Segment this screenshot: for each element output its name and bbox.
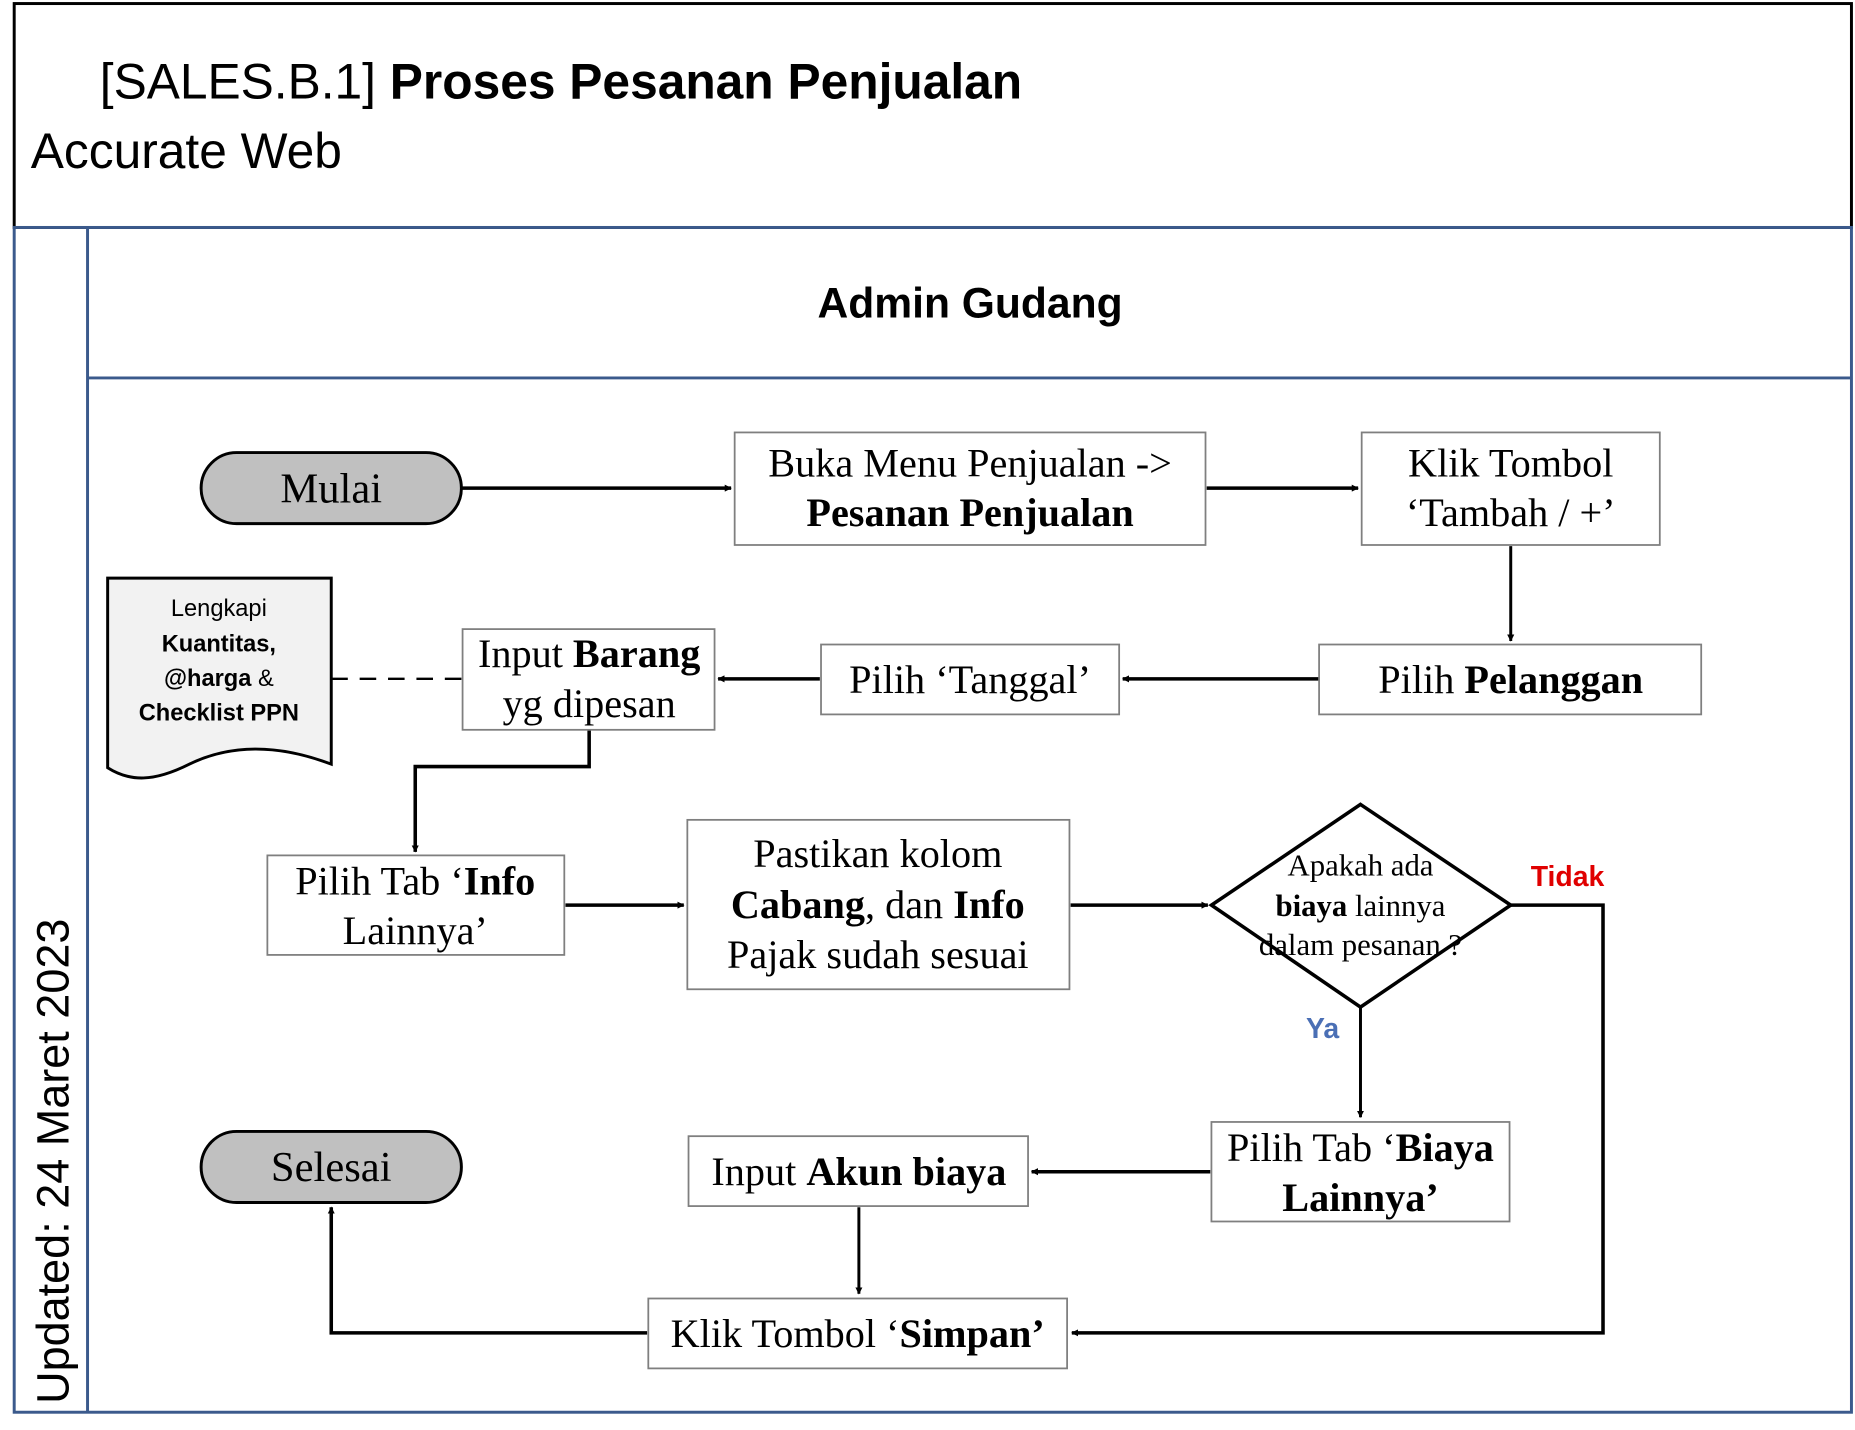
node-label-line1: Buka Menu Penjualan -> [768,440,1172,485]
node-label: Mulai [280,465,382,512]
page-title: [SALES.B.1] Proses Pesanan Penjualan [31,53,1064,109]
decision-shape [1208,802,1514,1010]
node-label-line2: ‘Tambah / +’ [1406,490,1616,535]
node-pilih-pelanggan[interactable]: Pilih Pelanggan [1318,643,1703,716]
note-line2: Kuantitas, [162,632,276,658]
node-label-line2: Pesanan Penjualan [806,490,1133,535]
process-title: Proses Pesanan Penjualan [390,53,1022,109]
node-klik-tambah[interactable]: Klik Tombol ‘Tambah / +’ [1360,431,1661,546]
decision-line3: dalam pesanan ? [1259,928,1462,962]
terminal-shape [199,1129,463,1205]
process-box [733,431,1207,546]
document-shape [106,576,333,780]
terminal-shape [199,451,463,526]
page-subtitle: Accurate Web [31,123,342,179]
edge-label-no: Tidak [1531,861,1605,893]
node-pilih-tanggal[interactable]: Pilih ‘Tanggal’ [820,643,1121,716]
node-decision-biaya[interactable]: Apakah ada biaya lainnya dalam pesanan ? [1208,802,1514,1010]
node-label: Pilih Pelanggan [1378,657,1643,702]
node-input-akun[interactable]: Input Akun biaya [687,1135,1029,1207]
process-code: [SALES.B.1] [100,53,376,109]
edge-label-yes: Ya [1306,1013,1339,1045]
node-label-line3: Pajak sudah sesuai [727,932,1029,977]
process-box [266,854,566,956]
node-label-line1: Klik Tombol [1408,440,1613,485]
node-label-line2: Cabang, dan Info [731,882,1025,927]
node-selesai[interactable]: Selesai [199,1129,463,1205]
process-box [647,1297,1068,1370]
node-note-lengkapi[interactable]: Lengkapi Kuantitas, @harga & Checklist P… [106,576,333,780]
node-simpan[interactable]: Klik Tombol ‘Simpan’ [647,1297,1068,1370]
process-box [1360,431,1661,546]
node-label-line2: Lainnya’ [1282,1175,1438,1220]
node-label-line2: Lainnya’ [343,908,488,953]
decision-line2: biaya lainnya [1276,889,1446,923]
node-label: Input Akun biaya [711,1149,1006,1194]
note-line4: Checklist PPN [139,700,299,726]
decision-line1: Apakah ada [1288,849,1434,883]
node-label-line1: Pilih Tab ‘Info [295,858,535,903]
node-mulai[interactable]: Mulai [199,451,463,526]
process-box [1318,643,1703,716]
node-label: Klik Tombol ‘Simpan’ [671,1311,1045,1356]
node-biaya-lainnya[interactable]: Pilih Tab ‘Biaya Lainnya’ [1210,1121,1511,1223]
node-pastikan[interactable]: Pastikan kolom Cabang, dan Info Pajak su… [686,818,1071,991]
node-label: Pilih ‘Tanggal’ [849,657,1091,702]
pool-border [12,225,1853,1414]
node-input-barang[interactable]: Input Barang yg dipesan [461,628,716,731]
node-label-line1: Pilih Tab ‘Biaya [1227,1125,1494,1170]
note-line3: @harga & [164,666,274,692]
node-buka-menu[interactable]: Buka Menu Penjualan -> Pesanan Penjualan [733,431,1207,546]
lane-title: Admin Gudang [818,279,1123,327]
node-label-line2: yg dipesan [503,681,676,726]
process-box [461,628,716,731]
updated-label: Updated: 24 Maret 2023 [28,919,79,1404]
header-box [12,2,1853,229]
node-label: Selesai [271,1144,392,1191]
node-label-line1: Pastikan kolom [753,831,1002,876]
edge-barang-info [411,729,591,853]
process-box [1210,1121,1511,1223]
node-label-line1: Input Barang [478,631,700,676]
edge-decision-no [1071,903,1605,1337]
edge-simpan-selesai [327,1206,648,1335]
note-line1: Lengkapi [171,596,267,622]
node-info-lainnya[interactable]: Pilih Tab ‘Info Lainnya’ [266,854,566,956]
process-box [687,1135,1029,1207]
process-box [820,643,1121,716]
process-box [686,818,1071,991]
